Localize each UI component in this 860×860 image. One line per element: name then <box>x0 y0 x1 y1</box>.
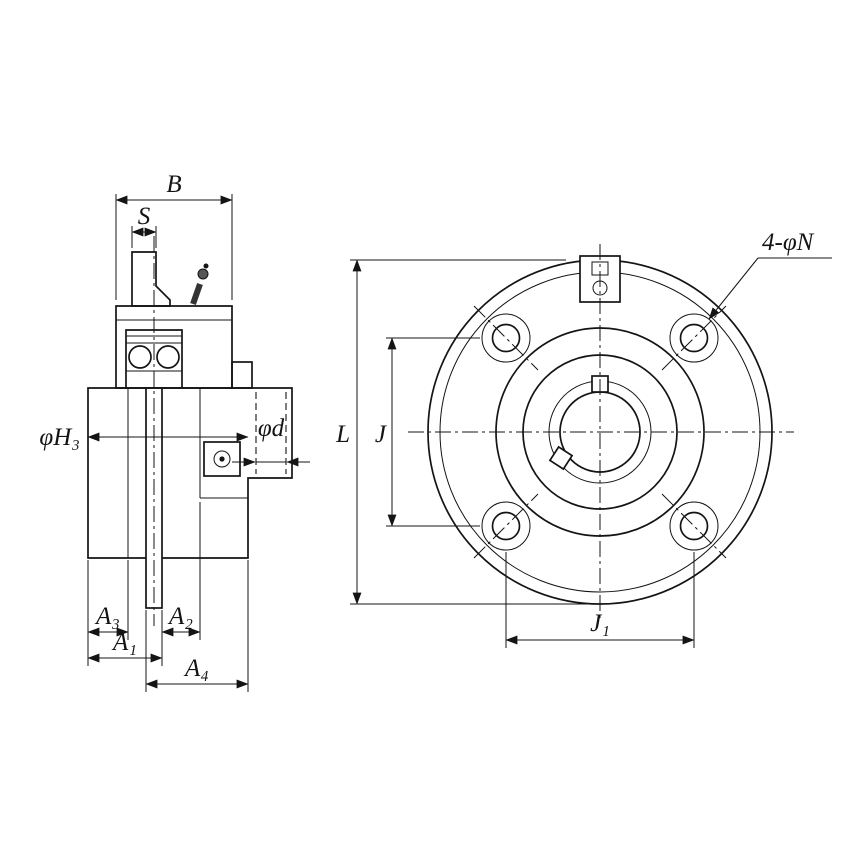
dim-label-S: S <box>138 203 151 230</box>
dim-label-J: J <box>375 421 388 448</box>
dim-J: J <box>375 337 480 527</box>
dim-A3: A₃ <box>87 603 129 637</box>
dim-B: B <box>115 171 233 300</box>
dim-label-A3: A₃ <box>94 603 120 630</box>
setscrew-boss <box>231 361 253 389</box>
bolt-hole <box>491 511 521 541</box>
housing-lug-section <box>131 251 171 307</box>
right-view-front-face: L J J₁ 4-φN <box>335 229 832 648</box>
dim-H3: φH₃ <box>39 424 249 451</box>
bolt-boss <box>669 313 719 363</box>
bolt-hole <box>679 511 709 541</box>
bolt-boss <box>481 313 531 363</box>
dim-label-H3: φH₃ <box>39 424 80 451</box>
dim-label-A2: A₂ <box>167 603 193 630</box>
dim-label-J1: J₁ <box>590 610 610 637</box>
dim-A4: A₄ <box>145 655 249 689</box>
dim-d: φd <box>232 415 310 467</box>
bolt-centerline <box>661 493 727 559</box>
bolt-centerline <box>473 305 539 371</box>
dim-S: S <box>131 203 157 248</box>
dim-A1: A₁ <box>87 629 163 663</box>
dim-L: L <box>335 259 590 605</box>
left-view-side-section: B S φH₃ φd <box>39 171 310 692</box>
flange-body-outline <box>87 387 293 559</box>
grease-nipple <box>190 263 209 305</box>
bearing-ball <box>156 345 180 369</box>
dim-A2: A₂ <box>161 603 201 637</box>
dim-label-N: 4-φN <box>762 229 815 256</box>
callout-4-phiN: 4-φN <box>708 229 832 320</box>
bolt-holes <box>481 313 719 551</box>
grease-boss-hole-center <box>219 456 225 462</box>
dim-label-d: φd <box>258 415 285 442</box>
dim-J1: J₁ <box>505 552 695 648</box>
dim-label-L: L <box>335 421 350 448</box>
bolt-boss <box>481 501 531 551</box>
grease-boss-hole <box>213 450 231 468</box>
dim-label-A1: A₁ <box>111 629 137 656</box>
bolt-hole <box>679 323 709 353</box>
bolt-centerline <box>473 493 539 559</box>
bearing-ball <box>128 345 152 369</box>
set-screw-angled <box>548 445 574 471</box>
bolt-boss <box>669 501 719 551</box>
dim-label-A4: A₄ <box>183 655 209 682</box>
dim-label-B: B <box>166 171 181 198</box>
bolt-hole <box>491 323 521 353</box>
bolt-centerline <box>661 305 727 371</box>
